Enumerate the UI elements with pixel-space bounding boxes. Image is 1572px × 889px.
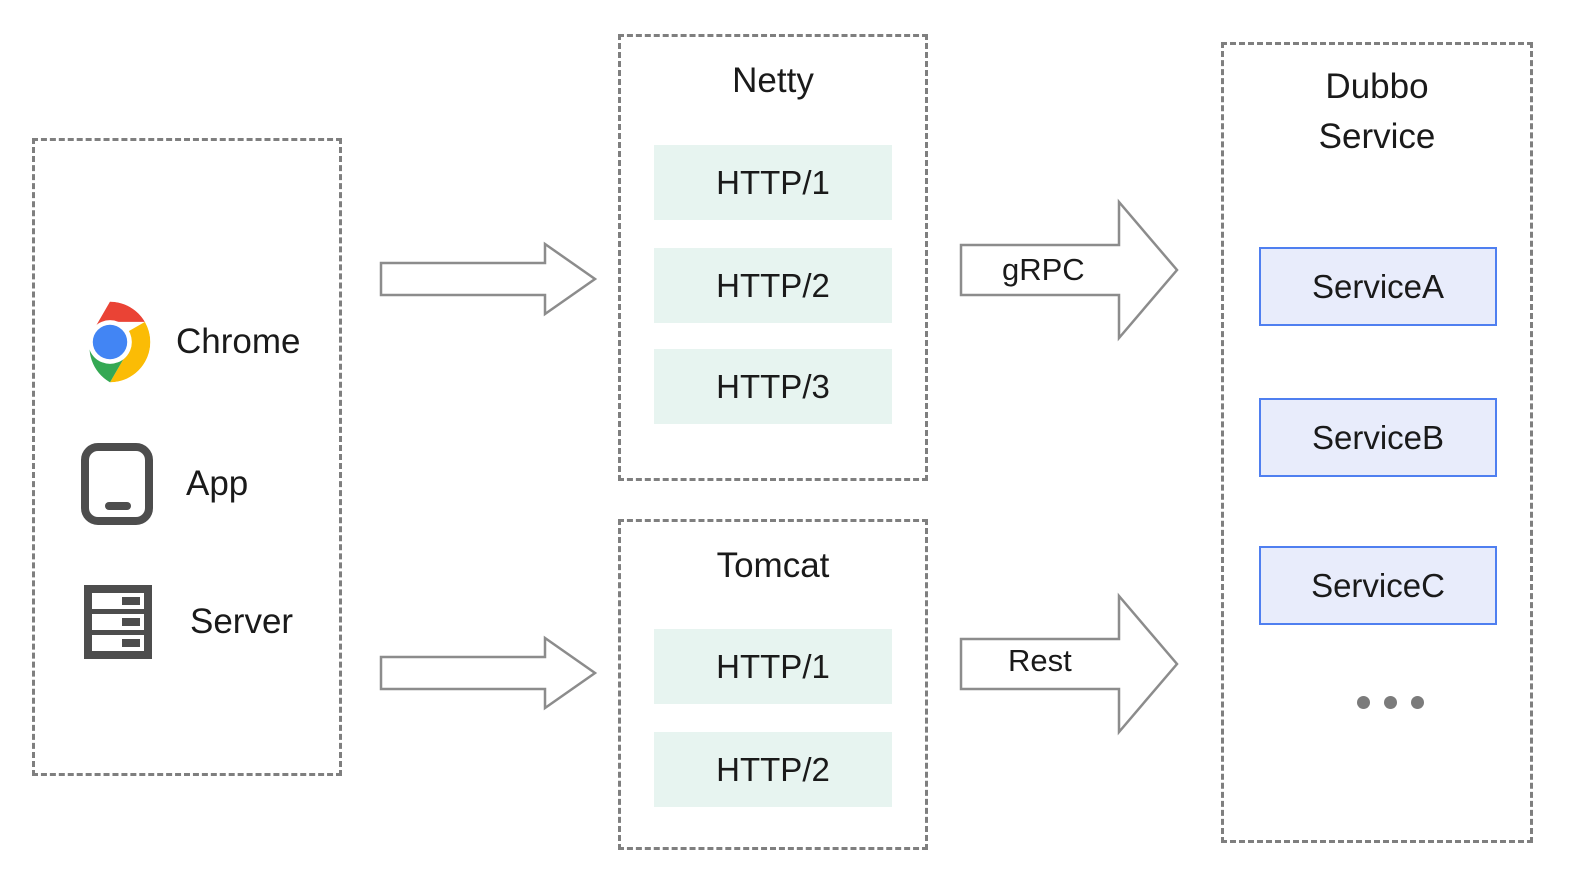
dot-icon bbox=[1411, 696, 1424, 709]
dubbo-service-label: ServiceC bbox=[1311, 566, 1445, 604]
netty-protocol-label: HTTP/2 bbox=[716, 266, 830, 304]
dot-icon bbox=[1357, 696, 1370, 709]
arrow-label-grpc: gRPC bbox=[1002, 252, 1085, 287]
tomcat-group-title: Tomcat bbox=[716, 546, 830, 585]
mobile-device-icon bbox=[80, 442, 154, 526]
netty-protocol-label: HTTP/3 bbox=[716, 367, 830, 405]
dubbo-more-indicator bbox=[1357, 696, 1424, 709]
arrow-label-rest: Rest bbox=[1008, 643, 1072, 678]
tomcat-group-box bbox=[618, 519, 928, 850]
arrow-client-to-tomcat bbox=[379, 635, 598, 711]
tomcat-protocol-chip[interactable]: HTTP/1 bbox=[654, 629, 892, 704]
netty-group-title: Netty bbox=[732, 61, 814, 100]
client-item-label: Server bbox=[190, 602, 294, 641]
client-item-server[interactable]: Server bbox=[80, 582, 293, 662]
dubbo-service-chip[interactable]: ServiceB bbox=[1259, 398, 1497, 477]
dot-icon bbox=[1384, 696, 1397, 709]
chrome-icon bbox=[68, 300, 152, 384]
dubbo-service-label: ServiceB bbox=[1311, 418, 1445, 456]
server-rack-icon bbox=[80, 582, 156, 662]
client-item-app[interactable]: App bbox=[80, 442, 248, 526]
dubbo-service-chip[interactable]: ServiceA bbox=[1259, 247, 1497, 326]
client-item-label: App bbox=[186, 464, 249, 503]
arrow-tomcat-to-dubbo: Rest bbox=[959, 592, 1179, 736]
netty-protocol-chip[interactable]: HTTP/2 bbox=[654, 248, 892, 323]
dubbo-service-label: ServiceA bbox=[1311, 267, 1445, 305]
client-group-box bbox=[32, 138, 342, 776]
netty-protocol-label: HTTP/1 bbox=[716, 163, 830, 201]
netty-group-box bbox=[618, 34, 928, 481]
dubbo-service-chip[interactable]: ServiceC bbox=[1259, 546, 1497, 625]
arrow-client-to-netty bbox=[379, 241, 598, 317]
dubbo-group-box bbox=[1221, 42, 1533, 843]
client-item-chrome[interactable]: Chrome bbox=[68, 300, 300, 384]
tomcat-protocol-label: HTTP/1 bbox=[716, 647, 830, 685]
netty-protocol-chip[interactable]: HTTP/1 bbox=[654, 145, 892, 220]
netty-protocol-chip[interactable]: HTTP/3 bbox=[654, 349, 892, 424]
tomcat-protocol-chip[interactable]: HTTP/2 bbox=[654, 732, 892, 807]
tomcat-protocol-label: HTTP/2 bbox=[716, 750, 830, 788]
arrow-netty-to-dubbo: gRPC bbox=[959, 198, 1179, 342]
dubbo-group-title: Dubbo Service bbox=[1318, 67, 1436, 156]
client-item-label: Chrome bbox=[176, 322, 301, 361]
